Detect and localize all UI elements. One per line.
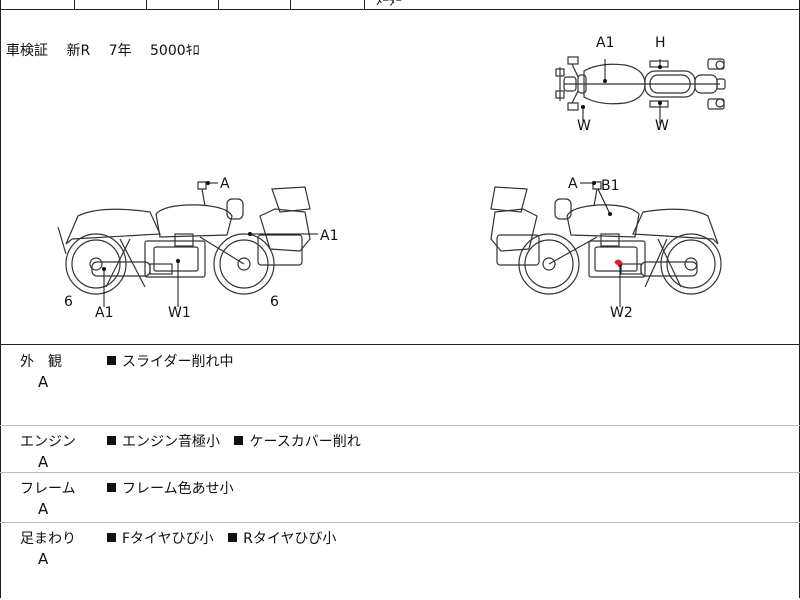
header-cell bbox=[146, 0, 219, 9]
note-item: Rタイヤひび小 bbox=[228, 531, 336, 547]
note-text: Rタイヤひび小 bbox=[243, 531, 337, 547]
note-text: ケースカバー削れ bbox=[249, 434, 361, 450]
label-left-w1: W1 bbox=[168, 305, 191, 321]
bullet-square-icon bbox=[107, 436, 116, 445]
bullet-square-icon bbox=[234, 436, 244, 445]
label-top-a1: A1 bbox=[596, 35, 614, 51]
note-text: スライダー削れ中 bbox=[122, 354, 234, 370]
inspection-mileage: 5000ｷﾛ bbox=[150, 43, 200, 59]
label-left-a1-right: A1 bbox=[320, 228, 338, 244]
condition-row-exterior: 外 観 A スライダー削れ中 bbox=[0, 345, 800, 426]
row-notes: Fタイヤひび小 Rタイヤひび小 bbox=[107, 528, 346, 548]
bullet-square-icon bbox=[107, 533, 116, 542]
row-grade: A bbox=[38, 373, 49, 391]
label-top-h: H bbox=[655, 35, 666, 51]
bullet-square-icon bbox=[107, 483, 116, 492]
note-item: Fタイヤひび小 bbox=[107, 531, 214, 547]
right-side-motorcycle bbox=[490, 181, 722, 295]
condition-row-suspension: 足まわり A Fタイヤひび小 Rタイヤひび小 bbox=[0, 522, 800, 600]
label-left-a1-bottom: A1 bbox=[95, 305, 113, 321]
label-left-a: A bbox=[220, 176, 230, 192]
note-item: エンジン音極小 bbox=[107, 434, 220, 450]
row-label: 外 観 bbox=[20, 354, 62, 370]
condition-row-frame: フレーム A フレーム色あせ小 bbox=[0, 472, 800, 523]
inspection-years: 7年 bbox=[108, 43, 132, 59]
row-label: エンジン bbox=[20, 434, 76, 450]
motorcycle-illustrations: A1 H W W A A1 6 A1 W1 6 A B1 W2 bbox=[57, 35, 726, 321]
label-left-6-left: 6 bbox=[64, 294, 73, 310]
header-fragment-text: ﾒｰﾀｰ bbox=[376, 0, 402, 9]
header-cell bbox=[218, 0, 291, 9]
label-right-w2: W2 bbox=[610, 305, 633, 321]
label-left-6-right: 6 bbox=[270, 294, 279, 310]
note-text: Fタイヤひび小 bbox=[122, 531, 214, 547]
top-view-motorcycle bbox=[555, 56, 726, 111]
inspection-info: 車検証 新R 7年 5000ｷﾛ bbox=[6, 40, 214, 60]
note-text: エンジン音極小 bbox=[122, 434, 220, 450]
row-grade: A bbox=[38, 550, 49, 568]
top-header-strip: ﾒｰﾀｰ bbox=[0, 0, 800, 10]
row-grade: A bbox=[38, 453, 49, 471]
note-item: フレーム色あせ小 bbox=[107, 481, 234, 497]
note-text: フレーム色あせ小 bbox=[122, 481, 234, 497]
bullet-square-icon bbox=[107, 356, 116, 365]
label-right-a: A bbox=[568, 176, 578, 192]
condition-row-engine: エンジン A エンジン音極小 ケースカバー削れ bbox=[0, 425, 800, 473]
note-item: ケースカバー削れ bbox=[234, 434, 361, 450]
note-item: スライダー削れ中 bbox=[107, 354, 233, 370]
label-top-w-left: W bbox=[577, 118, 591, 134]
header-cell bbox=[74, 0, 147, 9]
inspection-label: 車検証 bbox=[6, 43, 48, 59]
damage-diagram: 車検証 新R 7年 5000ｷﾛ bbox=[0, 9, 800, 345]
left-side-motorcycle bbox=[57, 181, 311, 295]
header-cell bbox=[0, 0, 75, 9]
inspection-registration: 新R bbox=[66, 43, 91, 59]
row-notes: スライダー削れ中 bbox=[107, 351, 243, 371]
row-grade: A bbox=[38, 500, 49, 518]
row-notes: エンジン音極小 ケースカバー削れ bbox=[107, 431, 371, 451]
row-label: 足まわり bbox=[20, 531, 76, 547]
row-label: フレーム bbox=[20, 481, 76, 497]
label-top-w-right: W bbox=[655, 118, 669, 134]
header-cell bbox=[290, 0, 365, 9]
row-notes: フレーム色あせ小 bbox=[107, 478, 244, 498]
label-right-b1: B1 bbox=[601, 178, 620, 194]
bullet-square-icon bbox=[228, 533, 238, 542]
